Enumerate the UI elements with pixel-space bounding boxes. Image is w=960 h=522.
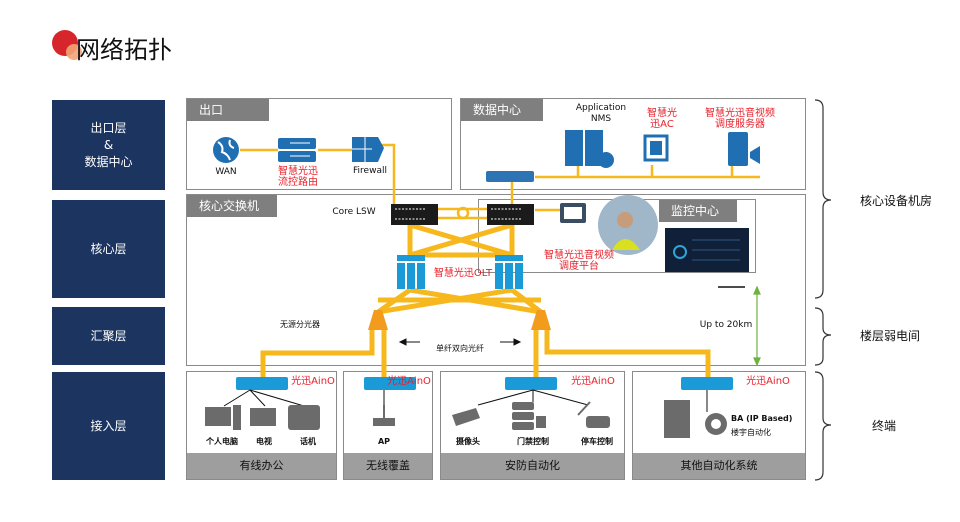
device-access-control: 门禁控制 (517, 437, 549, 446)
distance-label: Up to 20km (699, 320, 753, 330)
tv-icon (250, 408, 276, 426)
logo-accent (66, 44, 82, 60)
fiber-firewall-core (382, 143, 396, 213)
device-camera: 摄像头 (456, 437, 480, 446)
layer-aggregation: 汇聚层 (52, 307, 165, 365)
firewall-label: Firewall (353, 166, 387, 176)
footer-security: 安防自动化 (441, 453, 624, 479)
device-ba: BA (IP Based) (731, 414, 793, 423)
layer-exit-datacenter: 出口层 & 数据中心 (52, 100, 165, 190)
layer-access: 接入层 (52, 372, 165, 480)
core-switch-left-icon (391, 204, 438, 225)
nms-server-icon (565, 130, 614, 168)
camera-icon (452, 408, 480, 426)
monitor-icon (560, 203, 586, 223)
ac-chip-icon (643, 134, 669, 162)
aino-label-wireless: 光迅AinO (387, 376, 431, 387)
monitor-header: 监控中心 (659, 200, 737, 222)
fiber-dc-bus (535, 165, 760, 179)
olt-right-icon (495, 255, 523, 289)
fiber-label: 单纤双向光纤 (436, 344, 484, 353)
splitter-right-icon (531, 310, 551, 330)
footer-wired: 有线办公 (187, 453, 336, 479)
fiber-splitter-wired (260, 330, 375, 380)
datacenter-header: 数据中心 (461, 99, 543, 121)
operator-photo (598, 195, 658, 255)
footer-wireless: 无线覆盖 (344, 453, 432, 479)
device-phone: 话机 (300, 437, 316, 446)
layer-core: 核心层 (52, 200, 165, 298)
device-building-automation: 楼宇自动化 (731, 428, 771, 437)
core-lsw-label: Core LSW (332, 207, 376, 217)
footer-other: 其他自动化系统 (633, 453, 805, 479)
aino-label-security: 光迅AinO (571, 376, 615, 387)
side-label-terminal: 终端 (872, 419, 897, 433)
aino-icons (236, 377, 733, 390)
datacenter-switch-icon (486, 171, 534, 182)
router-icon (278, 138, 316, 162)
side-label-core-room: 核心设备机房 (860, 194, 933, 208)
access-links (223, 389, 708, 412)
olt-left-icon (397, 255, 425, 289)
distance-arrow (753, 285, 761, 367)
device-pc: 个人电脑 (206, 437, 238, 446)
splitter-label: 无源分光器 (280, 320, 320, 329)
phone-icon (288, 405, 320, 430)
globe-icon (213, 137, 239, 163)
olt-label: 智慧光迅OLT (433, 268, 493, 279)
aino-label-other: 光迅AinO (746, 376, 790, 387)
aino-label-wired: 光迅AinO (291, 376, 335, 387)
wan-label: WAN (215, 167, 237, 177)
parking-icon (577, 401, 610, 428)
platform-label: 智慧光迅音视频 调度平台 (544, 250, 614, 272)
media-server-icon (728, 132, 760, 166)
exit-header: 出口 (187, 99, 269, 121)
core-switch-right-icon (487, 204, 534, 225)
page-title: 网络拓扑 (76, 36, 172, 64)
nms-label: Application NMS (575, 103, 627, 124)
side-braces (814, 99, 832, 481)
pc-icon (205, 405, 241, 430)
fiber-core-olt-cross (407, 222, 515, 258)
ap-icon (373, 405, 395, 426)
fiber-splitter-other (544, 330, 711, 380)
core-header: 核心交换机 (187, 195, 277, 217)
device-parking: 停车控制 (581, 437, 613, 446)
fiber-direction-arrows (398, 338, 522, 346)
device-ap: AP (377, 437, 391, 446)
dashboard-screen (665, 228, 749, 272)
ac-label: 智慧光 迅AC (647, 108, 677, 130)
side-label-floor-room: 楼层弱电间 (860, 329, 921, 343)
device-tv: 电视 (256, 437, 272, 446)
fiber-core-link (437, 207, 488, 220)
fiber-olt-splitter (376, 287, 543, 315)
access-control-icon (512, 402, 546, 430)
router-label: 智慧光迅 流控路由 (278, 166, 318, 188)
firewall-icon (352, 137, 384, 162)
gear-icon (705, 413, 727, 435)
building-icon (664, 400, 690, 438)
media-server-label: 智慧光迅音视频 调度服务器 (705, 108, 775, 130)
splitter-left-icon (368, 310, 388, 330)
